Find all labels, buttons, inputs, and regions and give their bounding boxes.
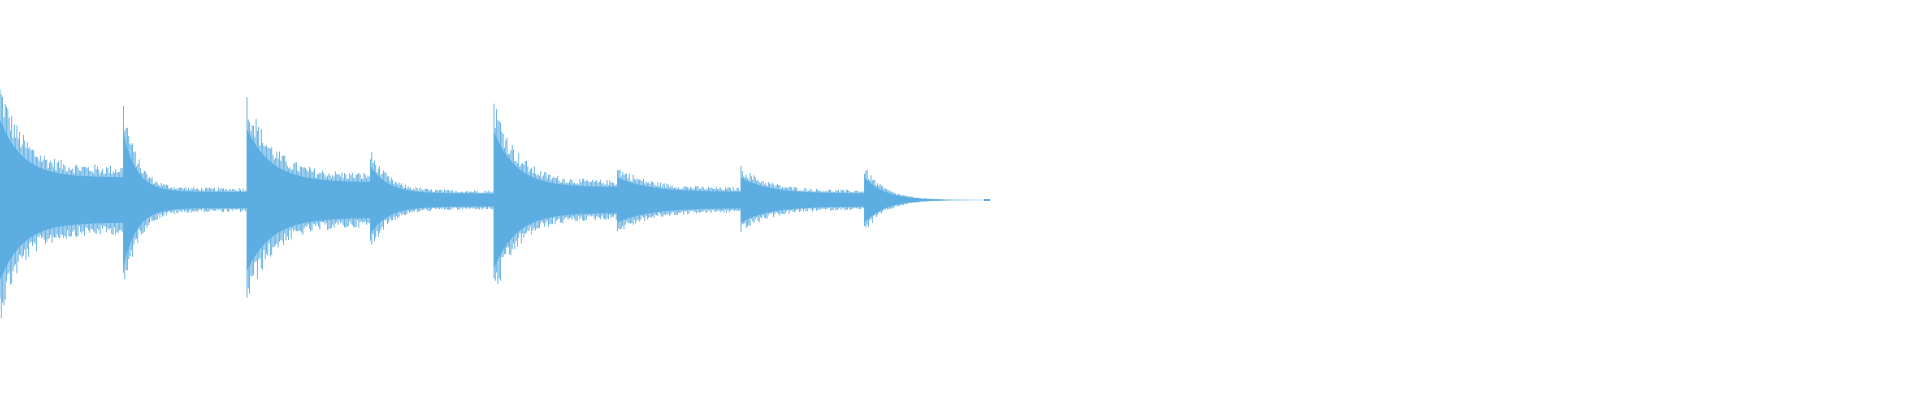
- waveform-samples: [864, 169, 989, 228]
- waveform-samples: [617, 169, 742, 232]
- waveform-samples: [246, 97, 370, 298]
- waveform-envelope: [864, 177, 988, 223]
- waveform-segment: [246, 97, 371, 298]
- waveform-samples: [370, 152, 494, 245]
- waveform-segment: [740, 166, 865, 232]
- waveform-segment: [864, 169, 989, 228]
- waveform-envelope: [0, 119, 124, 281]
- waveform-envelope: [247, 129, 371, 271]
- waveform-segment: [370, 152, 494, 245]
- waveform-segment: [0, 89, 124, 319]
- waveform-envelope: [494, 131, 618, 269]
- waveform-samples: [740, 166, 865, 232]
- waveform-segment: [123, 105, 247, 280]
- waveform-samples: [493, 103, 618, 284]
- waveform-segment: [617, 169, 742, 232]
- waveform-envelope: [123, 133, 247, 267]
- waveform-samples: [123, 105, 247, 280]
- waveform-segment: [493, 103, 618, 284]
- waveform-samples: [0, 89, 124, 319]
- waveform-envelope: [370, 166, 494, 234]
